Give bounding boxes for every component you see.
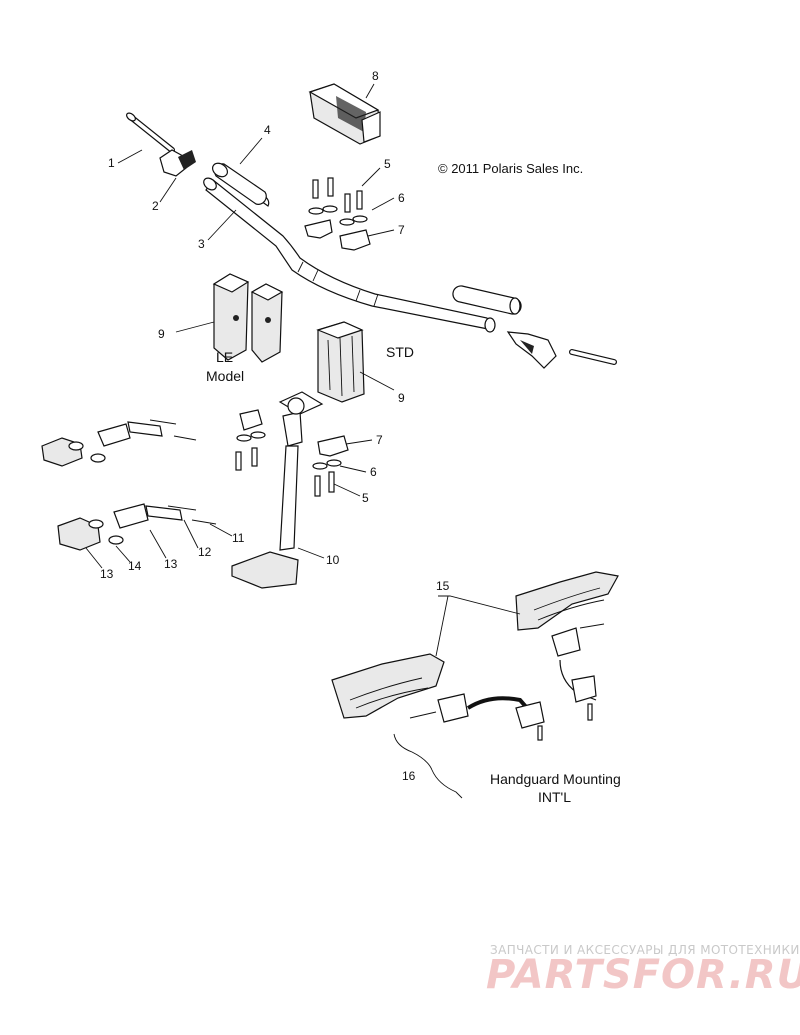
part-8-handlebar-pad (308, 83, 381, 145)
part-6-washers-top (308, 205, 368, 226)
callout-5-top: 5 (384, 157, 391, 171)
callout-13-left: 13 (100, 567, 114, 581)
part-4-grip-right (452, 285, 522, 315)
part-5-bolts-top (312, 177, 363, 213)
callout-7-mid: 7 (376, 433, 383, 447)
std-label: STD (386, 344, 414, 360)
part-3-handlebar (203, 177, 496, 333)
part-10-steering-post (231, 391, 324, 589)
callout-5-mid: 5 (362, 491, 369, 505)
part-9-le-riser (212, 273, 284, 363)
part-1-bolt (126, 112, 175, 153)
text-labels: LE Model STD Handguard Mounting INT'L (206, 344, 621, 805)
hardware-middle-left (235, 409, 266, 471)
part-9-std-riser (316, 321, 365, 403)
part-4-grip (211, 162, 270, 207)
callout-6-mid: 6 (370, 465, 377, 479)
parts-11-14-lower (57, 503, 217, 551)
callout-9-std: 9 (398, 391, 405, 405)
model-label: Model (206, 368, 244, 384)
callout-10: 10 (326, 553, 340, 567)
part-16-mounting-hardware (409, 623, 605, 741)
part-2-end-cap (159, 149, 196, 177)
part-2-end-cap-right (506, 331, 557, 369)
callout-6-top: 6 (398, 191, 405, 205)
part-1-bolt-right (569, 349, 617, 365)
callout-7-top: 7 (398, 223, 405, 237)
callout-1: 1 (108, 156, 115, 170)
parts-11-14-upper (41, 419, 197, 467)
le-label: LE (216, 349, 233, 365)
callout-9-le: 9 (158, 327, 165, 341)
hardware-middle-right (312, 435, 349, 497)
part-15-handguard-left (331, 653, 445, 719)
watermark: ЗАПЧАСТИ И АКСЕССУАРЫ ДЛЯ МОТОТЕХНИКИ PA… (486, 943, 800, 998)
watermark-brand: PARTSFOR.RU (486, 952, 800, 998)
copyright-text: © 2011 Polaris Sales Inc. (438, 161, 583, 176)
callout-11: 11 (232, 531, 245, 545)
callout-8: 8 (372, 69, 379, 83)
part-15-handguard-right (515, 571, 619, 631)
callout-13-right: 13 (164, 557, 178, 571)
callout-3: 3 (198, 237, 205, 251)
callout-numbers: 1 2 3 4 5 6 7 8 9 9 7 6 5 10 11 12 13 14… (100, 69, 450, 783)
intl-label: INT'L (538, 789, 571, 805)
watermark-tagline: ЗАПЧАСТИ И АКСЕССУАРЫ ДЛЯ МОТОТЕХНИКИ (490, 943, 800, 957)
callout-12: 12 (198, 545, 212, 559)
handguard-label: Handguard Mounting (490, 771, 621, 787)
callout-16: 16 (402, 769, 416, 783)
callout-2: 2 (152, 199, 159, 213)
callout-4: 4 (264, 123, 271, 137)
leader-lines (85, 83, 521, 799)
callout-14: 14 (128, 559, 142, 573)
callout-15: 15 (436, 579, 450, 593)
part-7-clamps-top (304, 219, 371, 251)
